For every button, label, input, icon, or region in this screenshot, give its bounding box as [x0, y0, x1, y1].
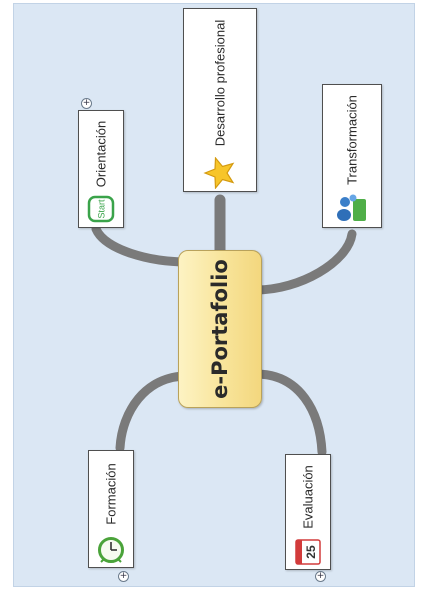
node-orientacion[interactable]: Start Orientación — [78, 110, 124, 228]
expand-toggle-orientacion[interactable]: + — [81, 98, 92, 109]
node-desarrollo[interactable]: Desarrollo profesional — [183, 8, 257, 192]
node-transformacion[interactable]: Transformación — [322, 84, 382, 228]
central-label: e-Portafolio — [208, 259, 232, 399]
connector-evaluacion — [251, 369, 327, 457]
node-label-evaluacion: Evaluación — [300, 465, 316, 529]
expand-toggle-evaluacion[interactable]: + — [315, 571, 326, 582]
node-evaluacion[interactable]: 25 Evaluación — [285, 454, 331, 570]
node-label-orientacion: Orientación — [93, 120, 109, 188]
connector-orientacion — [91, 224, 192, 267]
clock-icon — [96, 535, 126, 565]
connector-formacion — [115, 371, 192, 453]
expand-toggle-formacion[interactable]: + — [118, 571, 129, 582]
calendar-icon-text: 25 — [304, 545, 318, 559]
connector-transformacion — [251, 229, 357, 295]
node-formacion[interactable]: Formación — [88, 450, 134, 568]
calendar-icon: 25 — [293, 537, 323, 567]
node-label-formacion: Formación — [103, 463, 119, 525]
node-label-desarrollo: Desarrollo profesional — [212, 19, 228, 147]
node-label-transformacion: Transformación — [344, 95, 360, 185]
start-icon: Start — [87, 195, 115, 223]
central-node[interactable]: e-Portafolio — [178, 250, 262, 408]
start-icon-text: Start — [97, 199, 107, 219]
star-icon — [202, 156, 236, 190]
people-icon — [335, 193, 369, 225]
